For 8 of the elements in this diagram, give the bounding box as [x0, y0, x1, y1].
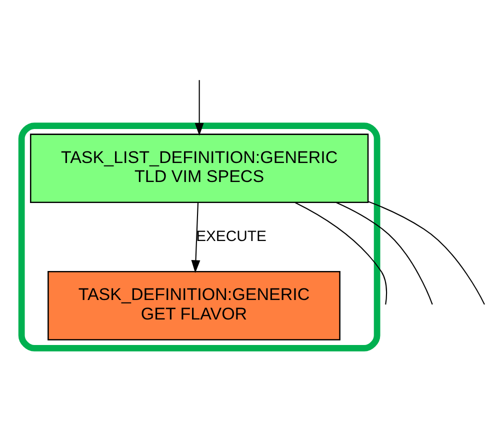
- connector: [336, 202, 433, 305]
- edge-label: EXECUTE: [196, 228, 266, 245]
- node-box: TASK_LIST_DEFINITION:GENERIC TLD VIM SPECS: [30, 134, 369, 204]
- arrow: [194, 80, 204, 136]
- connector: [368, 201, 485, 305]
- connector: [294, 202, 388, 305]
- node-box: TASK_DEFINITION:GENERIC GET FLAVOR: [48, 270, 340, 340]
- arrow: [191, 202, 200, 273]
